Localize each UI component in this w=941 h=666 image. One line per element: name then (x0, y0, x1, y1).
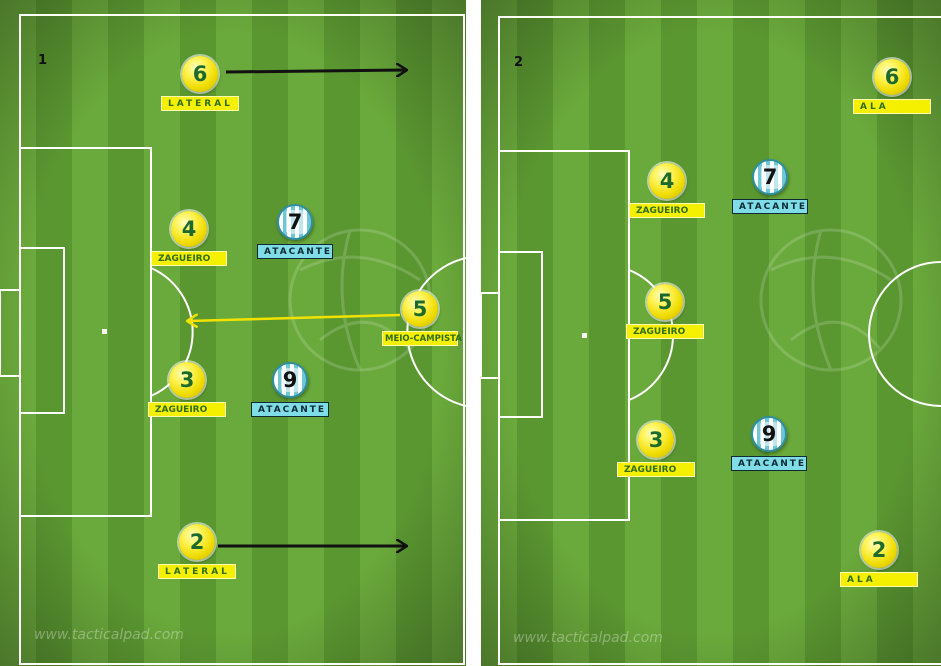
player-disc: 5 (402, 291, 438, 327)
player-role-label: ZAGUEIRO (151, 251, 227, 266)
player-role-label: ALA (853, 99, 931, 114)
panel-number: 2 (514, 55, 524, 70)
panel-number: 1 (38, 53, 48, 68)
player-role-label: ZAGUEIRO (626, 324, 704, 339)
watermark-text: www.tacticalpad.com (34, 627, 184, 643)
player-disc: 6 (874, 59, 910, 95)
player-role-label: ZAGUEIRO (617, 462, 695, 477)
player-disc: 2 (179, 524, 215, 560)
penalty-spot (102, 329, 107, 334)
player-disc: 4 (649, 163, 685, 199)
player-role-label: ALA (840, 572, 918, 587)
player-disc: 3 (638, 422, 674, 458)
arrow-6-forward (225, 70, 406, 72)
player-disc: 3 (169, 362, 205, 398)
goal (0, 289, 21, 377)
player-role-label: LATERAL (158, 564, 236, 579)
player-role-label: ATACANTE (251, 402, 329, 417)
player-role-label: ZAGUEIRO (629, 203, 705, 218)
player-disc: 7 (752, 159, 788, 195)
pitch-panel-1: 1 6 LATERAL 4 ZAGUEIRO 7 ATACANTE 5 MEIO… (0, 0, 466, 666)
watermark-text: www.tacticalpad.com (513, 630, 663, 646)
player-disc: 2 (861, 532, 897, 568)
pitch-panel-2: 2 6 ALA 4 ZAGUEIRO 7 ATACANTE 5 ZAGUEIRO… (481, 0, 941, 666)
goal (481, 292, 500, 379)
player-role-label: ATACANTE (732, 199, 808, 214)
player-disc: 9 (751, 416, 787, 452)
player-role-label: LATERAL (161, 96, 239, 111)
player-role-label: ZAGUEIRO (148, 402, 226, 417)
arrow-5-back (188, 315, 401, 321)
ball-watermark (759, 228, 903, 372)
player-role-label: MEIO-CAMPISTA (382, 331, 462, 346)
player-disc: 5 (647, 284, 683, 320)
penalty-spot (582, 333, 587, 338)
player-disc: 6 (182, 56, 218, 92)
player-role-label: ATACANTE (731, 456, 807, 471)
pitch-field (481, 0, 941, 666)
player-role-label: ATACANTE (257, 244, 333, 259)
player-disc: 9 (272, 362, 308, 398)
player-disc: 7 (277, 204, 313, 240)
player-disc: 4 (171, 211, 207, 247)
center-circle (868, 261, 941, 407)
